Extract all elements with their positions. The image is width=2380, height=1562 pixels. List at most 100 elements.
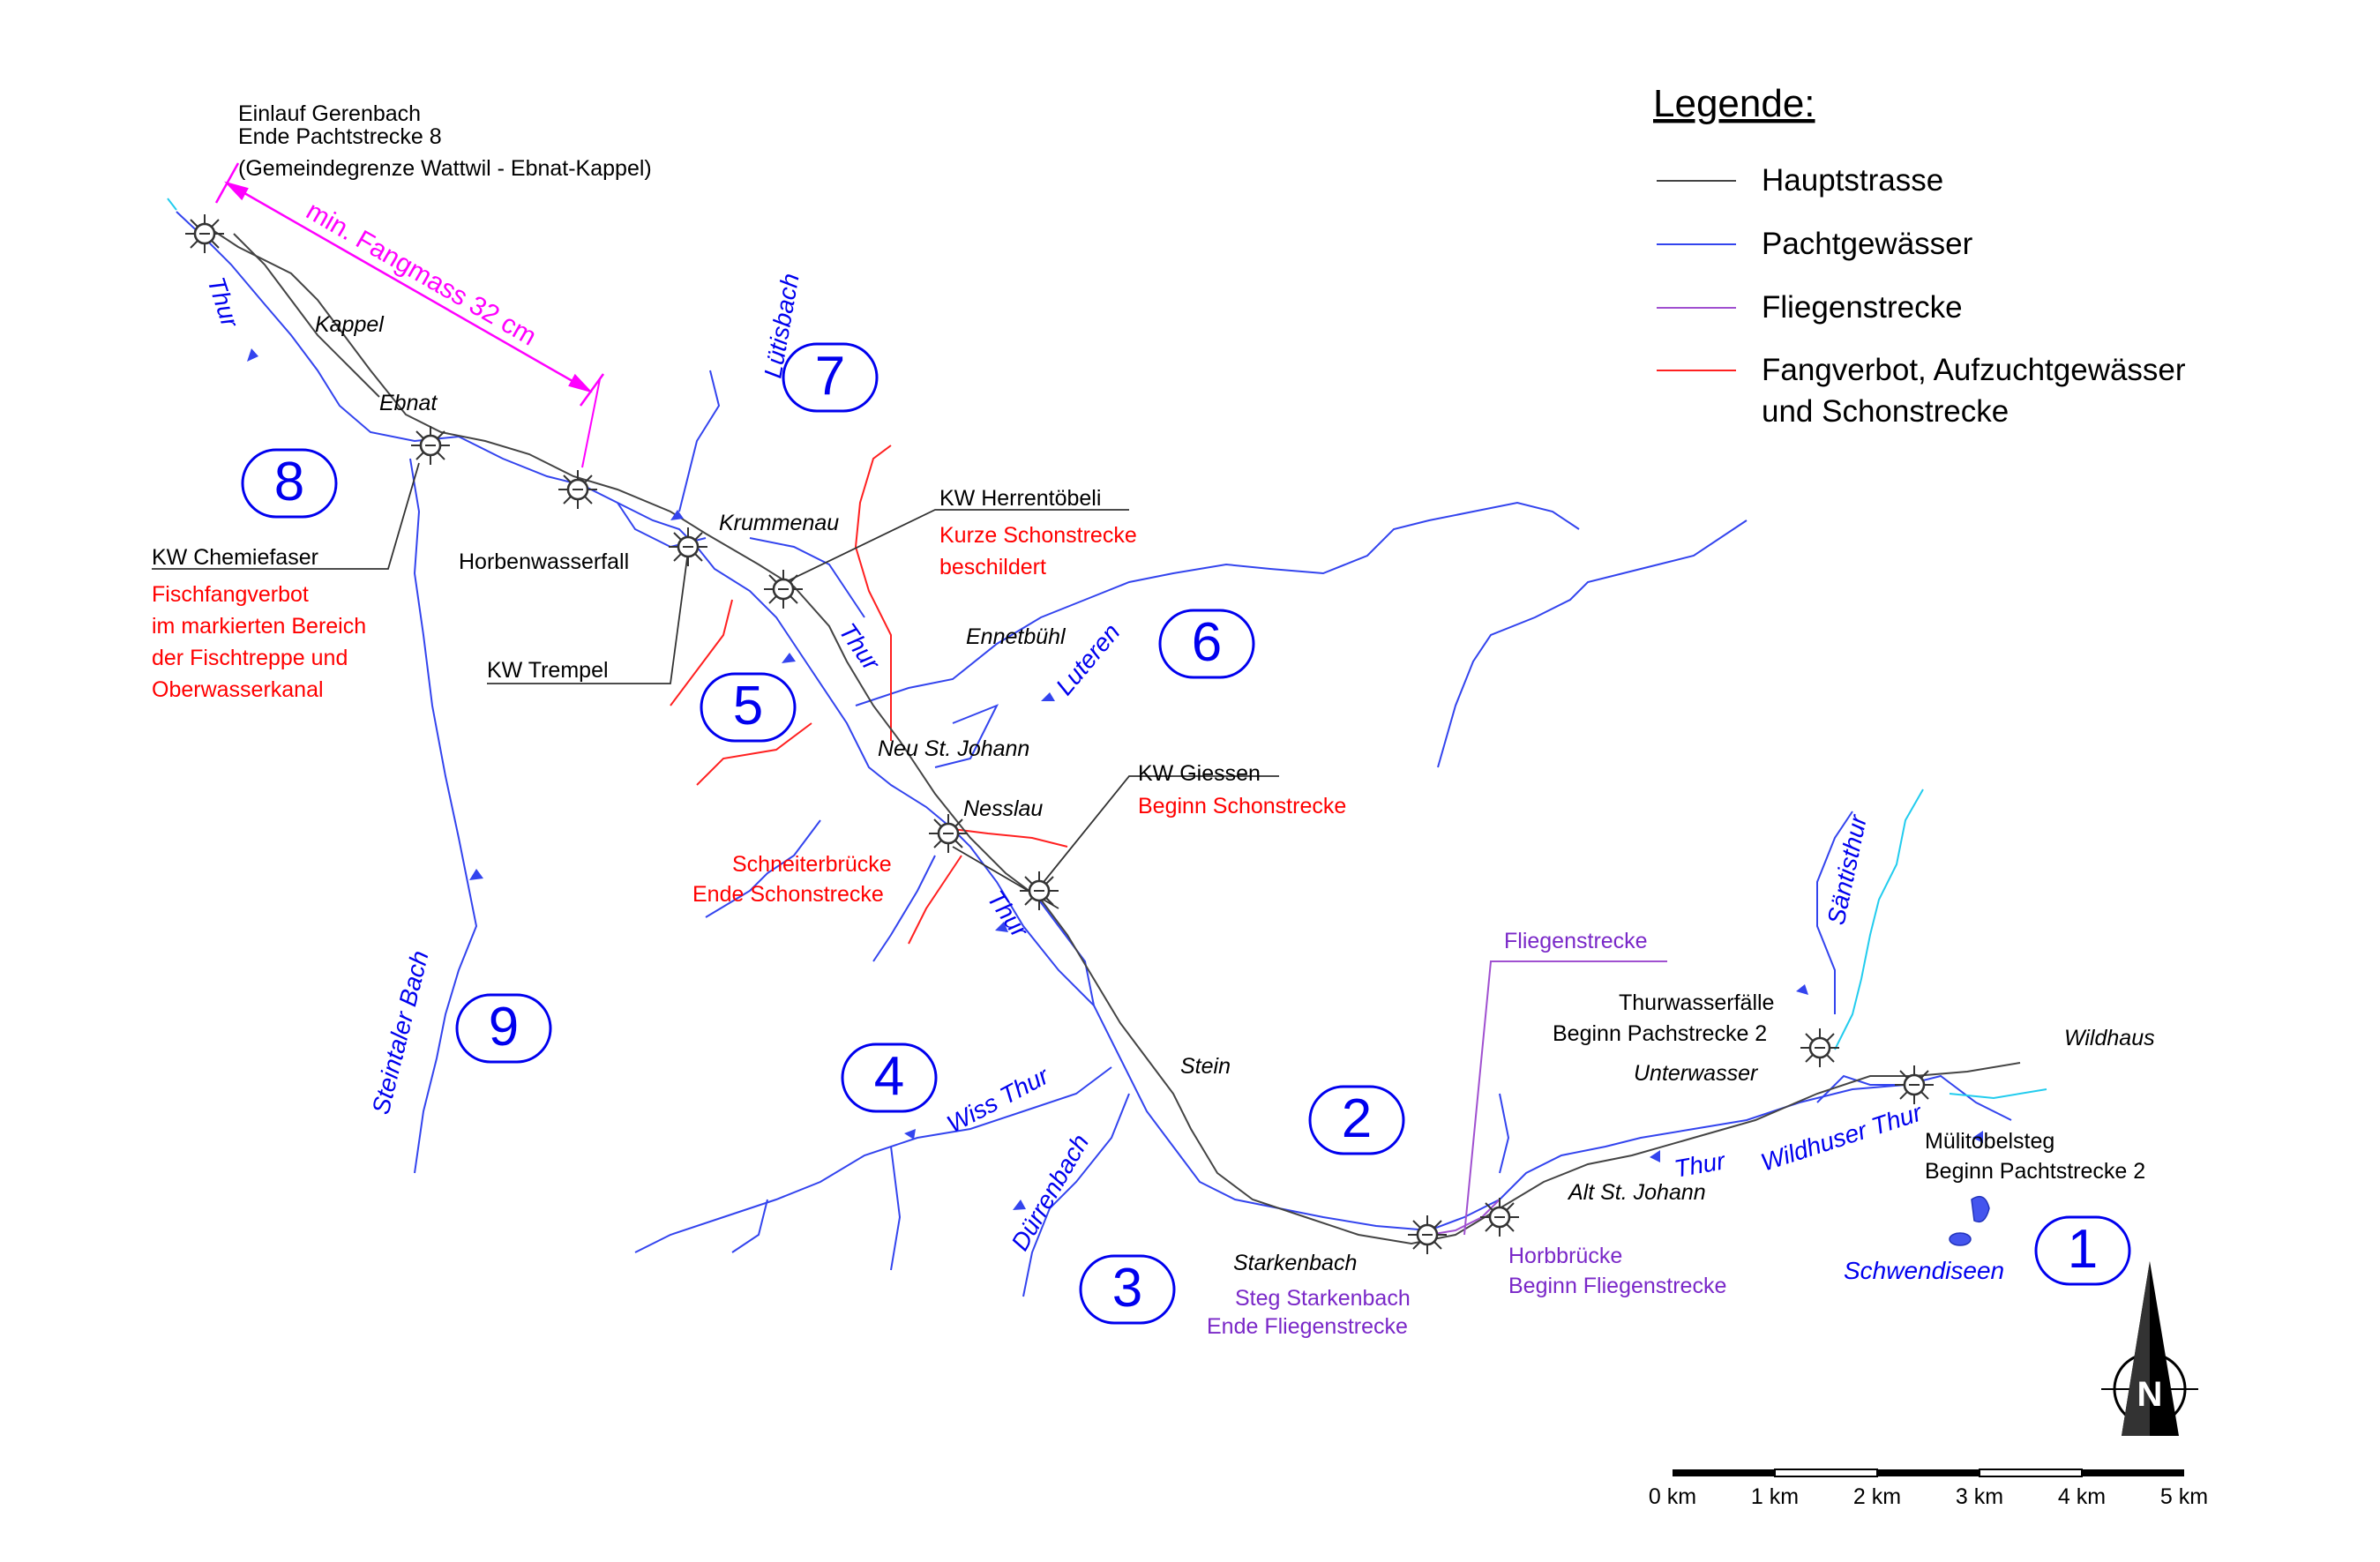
river-thur-label-1: Thur (202, 273, 244, 332)
river-wissthur (634, 1066, 1112, 1253)
leader-lines (152, 462, 1279, 909)
weir-giessen-icon (1018, 870, 1060, 912)
horbenwasserfall-label: Horbenwasserfall (459, 549, 629, 574)
river-luteren (855, 501, 1580, 706)
north-arrow: N (2101, 1261, 2198, 1436)
legend-ban-label-2: und Schonstrecke (1762, 394, 2009, 429)
place-unterwasser: Unterwasser (1634, 1061, 1759, 1086)
beginn-schonstrecke-label: Beginn Schonstrecke (1138, 794, 1346, 818)
fischfang-line-4: Oberwasserkanal (152, 677, 324, 702)
fangmass-indicator (214, 162, 605, 468)
svg-text:3: 3 (1112, 1258, 1142, 1319)
place-stein: Stein (1180, 1054, 1231, 1079)
section-badges: 1 2 3 4 5 6 7 8 9 (241, 342, 2131, 1325)
weir-chemiefaser-icon (409, 424, 452, 467)
kurze-schonstrecke-line-1: Kurze Schonstrecke (939, 523, 1137, 548)
svg-text:2: 2 (1342, 1088, 1372, 1149)
river-wildhuser-thur-label: Wildhuser Thur (1757, 1098, 1926, 1177)
beginn-pachtstrecke2-label: Beginn Pachtstrecke 2 (1925, 1159, 2145, 1184)
section-6-badge: 6 (1158, 609, 1255, 679)
scale-label-3: 3 km (1956, 1484, 2003, 1509)
river-thur-label-2: Thur (834, 618, 886, 676)
scale-label-1: 1 km (1751, 1484, 1799, 1509)
river-saentisthur-label: Säntisthur (1822, 811, 1873, 927)
river-steintaler (409, 458, 478, 1174)
schwendiseen-lakes (1949, 1195, 1990, 1246)
steg-starkenbach-label: Steg Starkenbach (1235, 1286, 1411, 1311)
section-2-badge: 2 (1308, 1085, 1405, 1155)
river-ennet (934, 704, 999, 768)
weir-trempel-icon (667, 526, 709, 568)
svg-text:4: 4 (874, 1046, 904, 1107)
river-duerrenbach-label: Dürrenbach (1006, 1130, 1094, 1255)
north-label: N (2137, 1375, 2163, 1414)
flow-arrows (247, 348, 1983, 1210)
river-steintaler-label: Steintaler Bach (367, 948, 434, 1117)
weir-einlauf-icon (183, 213, 226, 255)
kw-giessen-label: KW Giessen (1138, 761, 1261, 786)
section-3-badge: 3 (1079, 1254, 1176, 1325)
scale-label-2: 2 km (1853, 1484, 1901, 1509)
ende-fliegenstrecke-label: Ende Fliegenstrecke (1207, 1314, 1408, 1339)
legend: Legende: Hauptstrasse Pachtgewässer Flie… (1653, 82, 2186, 429)
legend-river-label: Pachtgewässer (1762, 227, 1973, 261)
scale-bar: 0 km 1 km 2 km 3 km 4 km 5 km (1649, 1469, 2208, 1509)
map-labels: Einlauf Gerenbach Ende Pachtstrecke 8 (G… (152, 101, 2155, 1339)
place-nesslau: Nesslau (963, 796, 1043, 821)
svg-text:5: 5 (733, 676, 763, 736)
section-9-badge: 9 (455, 993, 552, 1064)
svg-text:7: 7 (815, 346, 845, 407)
scale-label-0: 0 km (1649, 1484, 1696, 1509)
beginn-fliegenstrecke-label: Beginn Fliegenstrecke (1508, 1274, 1726, 1298)
fischfang-line-1: Fischfangverbot (152, 582, 309, 607)
cyan-streams (167, 198, 2047, 1100)
svg-text:9: 9 (489, 997, 519, 1058)
beginn-pachstrecke2-label: Beginn Pachstrecke 2 (1553, 1021, 1767, 1046)
kurze-schonstrecke-line-2: beschildert (939, 555, 1046, 579)
fly-leader-line (1463, 960, 1667, 1236)
place-neu-st-johann: Neu St. Johann (878, 736, 1029, 761)
section-7-badge: 7 (782, 342, 879, 413)
weir-horbenwasserfall-icon (557, 468, 599, 511)
river-krummenau (749, 537, 865, 618)
place-wildhaus: Wildhaus (2064, 1026, 2155, 1050)
river-luetisbach (678, 370, 721, 512)
place-kappel: Kappel (315, 312, 385, 337)
svg-text:6: 6 (1192, 612, 1222, 673)
place-ennetbuehl: Ennetbühl (966, 624, 1067, 649)
section-8-badge: 8 (241, 448, 338, 519)
weir-starkenbach-icon (1406, 1214, 1448, 1256)
river-network (176, 211, 2012, 1297)
scale-label-4: 4 km (2058, 1484, 2106, 1509)
ende-schonstrecke-label: Ende Schonstrecke (692, 882, 884, 907)
weir-schneiterbruecke-icon (927, 812, 969, 855)
fliegenstrecke-top-label: Fliegenstrecke (1504, 929, 1648, 953)
thurwasserfaelle-label: Thurwasserfälle (1619, 990, 1774, 1015)
section-4-badge: 4 (841, 1043, 938, 1113)
legend-title: Legende: (1653, 82, 1815, 125)
section-5-badge: 5 (700, 672, 797, 743)
place-ebnat: Ebnat (379, 391, 438, 415)
einlauf-label-1: Einlauf Gerenbach (238, 101, 421, 126)
river-wissthur-label: Wiss Thur (942, 1061, 1054, 1138)
river-luetisbach-label: Lütisbach (759, 272, 804, 380)
river-luteren-branch (1437, 519, 1748, 768)
river-nesslau-trib (705, 819, 821, 918)
kw-herrentoebeli-label: KW Herrentöbeli (939, 486, 1101, 511)
legend-road-label: Hauptstrasse (1762, 163, 1943, 198)
kw-chemiefaser-label: KW Chemiefaser (152, 545, 318, 570)
fischfang-line-3: der Fischtreppe und (152, 646, 348, 670)
legend-ban-label-1: Fangverbot, Aufzuchtgewässer (1762, 353, 2186, 387)
river-wissthur-b2 (731, 1199, 768, 1253)
ban-sections (670, 445, 1068, 945)
river-wild-upper (1816, 811, 1853, 1014)
horbbruecke-label: Horbbrücke (1508, 1244, 1622, 1268)
river-alt-trib (1499, 1093, 1510, 1174)
legend-fly-label: Fliegenstrecke (1762, 290, 1963, 325)
weir-herrentoebeli-icon (762, 568, 805, 610)
section-1-badge: 1 (2034, 1215, 2131, 1286)
muelitobelsteg-label: Mülitobelsteg (1925, 1129, 2054, 1154)
fischfang-line-2: im markierten Bereich (152, 614, 366, 639)
place-krummenau: Krummenau (719, 511, 839, 535)
